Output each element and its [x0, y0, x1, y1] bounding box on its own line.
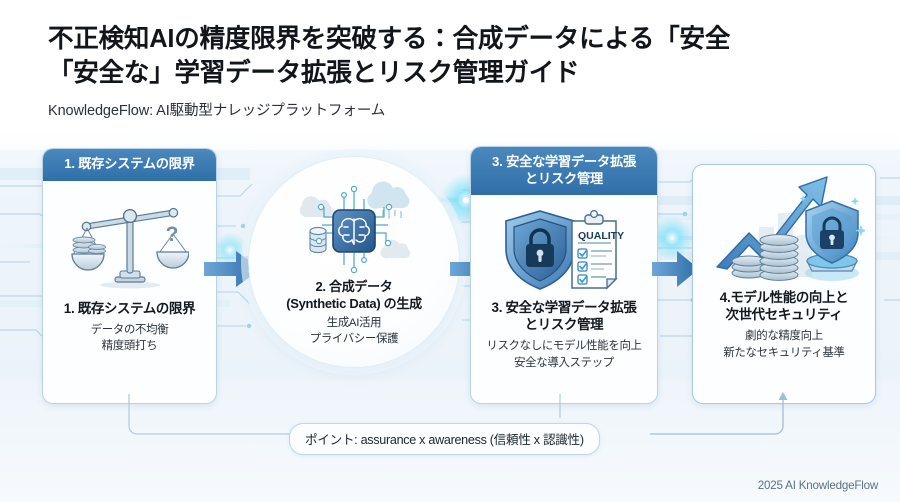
flow-step-4-title: 4.モデル性能の向上と 次世代セキュリティ: [719, 289, 849, 323]
flow-step-3-desc: リスクなしにモデル性能を向上 安全な導入ステップ: [486, 338, 642, 370]
flow-step-card-4[interactable]: 4.モデル性能の向上と 次世代セキュリティ 劇的な精度向上 新たなセキュリティ基…: [692, 164, 876, 404]
flow-step-circle-2[interactable]: 2. 合成データ (Synthetic Data) の生成 生成AI活用 プライ…: [248, 156, 460, 368]
flow-step-4-desc: 劇的な精度向上 新たなセキュリティ基準: [723, 328, 845, 360]
clipboard-label: QUALITY: [578, 230, 624, 242]
ai-chip-brain-icon: [288, 175, 420, 275]
quality-clipboard: QUALITY: [571, 209, 624, 290]
flow-step-2-title: 2. 合成データ (Synthetic Data) の生成: [286, 279, 422, 312]
flow-step-3-header-line-2: とリスク管理: [525, 170, 603, 186]
shield-lock-pedestal: [805, 200, 859, 281]
coin-stacks: [731, 234, 799, 281]
balance-scale-icon: ?: [70, 195, 189, 291]
flow-step-3-header: 3. 安全な学習データ拡張 とリスク管理: [471, 147, 657, 195]
flow-step-4-desc-line-1: 劇的な精度向上: [745, 330, 823, 343]
flow-step-4-title-line-2: 次世代セキュリティ: [725, 307, 843, 323]
flow-step-4-desc-line-2: 新たなセキュリティ基準: [723, 346, 845, 359]
flow-step-2-desc-line-1: 生成AI活用: [326, 317, 382, 330]
sparkle: [799, 195, 865, 237]
flow-step-3-header-line-1: 3. 安全な学習データ拡張: [492, 154, 636, 169]
flow-step-2-desc: 生成AI活用 プライバシー保護: [310, 315, 399, 347]
growth-arrow-coins-shield-icon: [703, 169, 865, 287]
flow-step-1-header: 1. 既存システムの限界: [43, 149, 216, 181]
flow-step-2-title-line-2: (Synthetic Data) の生成: [286, 295, 422, 311]
arrow-3-to-4: [652, 251, 699, 287]
flow-diagram: 1. 既存システムの限界: [0, 138, 900, 404]
footnote-pill: ポイント: assurance x awareness (信頼性 x 認識性): [289, 423, 600, 455]
flow-step-2-title-line-1: 2. 合成データ: [315, 279, 393, 294]
svg-text:?: ?: [165, 223, 178, 246]
flow-step-1-title: 1. 既存システムの限界: [63, 300, 196, 316]
flow-step-3-body: QUALITY: [471, 195, 657, 403]
flow-step-1-body: ? 1. 既存システムの限界 データの不均衡 精度頭打ち: [43, 181, 216, 404]
flow-step-1-desc-line-1: データの不均衡: [90, 323, 169, 336]
flow-step-4-body: 4.モデル性能の向上と 次世代セキュリティ 劇的な精度向上 新たなセキュリティ基…: [693, 165, 875, 403]
page-subtitle: KnowledgeFlow: AI駆動型ナレッジプラットフォーム: [48, 103, 386, 120]
flow-step-3-title-line-1: 3. 安全な学習データ拡張: [491, 300, 637, 315]
shield-lock-quality-checklist-icon: QUALITY: [500, 207, 628, 293]
shield-shape: [505, 210, 575, 290]
page-title-line-2: 「安全な」学習データ拡張とリスク管理ガイド: [48, 59, 580, 88]
slide-header: 不正検知AIの精度限界を突破する：合成データによる「安全 「安全な」学習データ拡…: [48, 22, 860, 120]
flow-step-3-title-line-2: とリスク管理: [524, 317, 604, 333]
flow-step-card-1[interactable]: 1. 既存システムの限界: [42, 148, 217, 404]
credit-text: 2025 AI KnowledgeFlow: [757, 479, 878, 492]
arrow-1-to-2: [204, 251, 261, 287]
coin-stack: [72, 236, 106, 254]
flow-step-4-title-line-1: 4.モデル性能の向上と: [719, 290, 849, 305]
flow-step-card-3[interactable]: 3. 安全な学習データ拡張 とリスク管理: [470, 146, 658, 404]
flow-step-2-desc-line-2: プライバシー保護: [309, 333, 399, 346]
flow-step-3-desc-line-2: 安全な導入ステップ: [514, 356, 614, 369]
page-title-line-1: 不正検知AIの精度限界を突破する：合成データによる「安全: [48, 25, 731, 53]
flow-step-1-desc: データの不均衡 精度頭打ち: [91, 322, 169, 354]
flow-step-3-desc-line-1: リスクなしにモデル性能を向上: [486, 340, 642, 353]
flow-step-3-title: 3. 安全な学習データ拡張 とリスク管理: [492, 299, 637, 333]
flow-step-1-desc-line-2: 精度頭打ち: [101, 339, 158, 352]
page-title: 不正検知AIの精度限界を突破する：合成データによる「安全 「安全な」学習データ拡…: [48, 22, 860, 90]
